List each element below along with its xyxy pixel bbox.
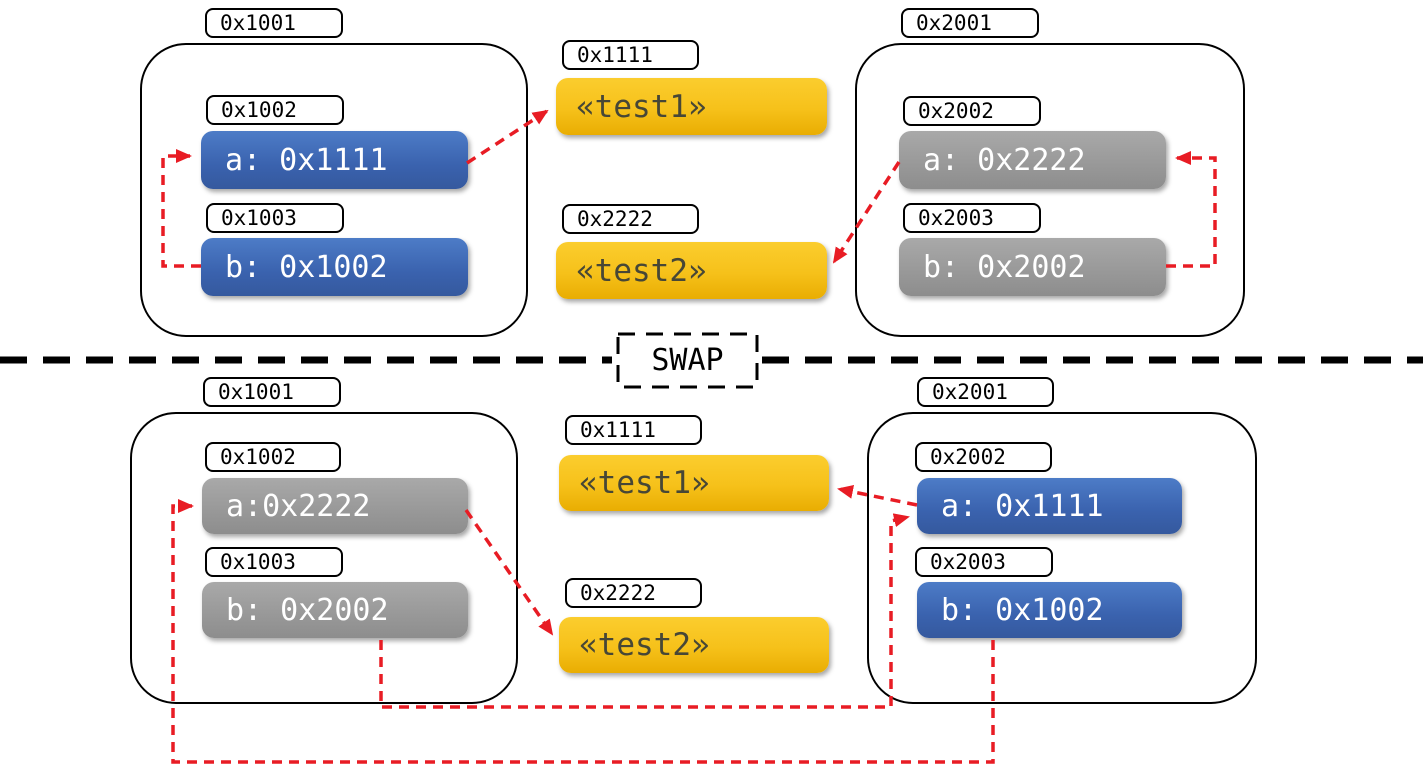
variable-slot: a: 0x1111 [917,478,1182,534]
address-tag: 0x1003 [205,547,343,577]
address-text: 0x1111 [580,418,656,442]
address-text: 0x2001 [916,11,992,35]
slot-value: a: 0x1111 [225,142,388,178]
variable-slot: a: 0x2222 [899,131,1166,189]
address-tag: 0x2003 [903,203,1041,233]
address-tag: 0x2001 [917,377,1054,407]
slot-value: a: 0x2222 [923,142,1086,178]
variable-slot: b: 0x2002 [202,582,468,638]
address-text: 0x2003 [930,550,1006,574]
address-tag: 0x2002 [915,442,1052,472]
address-tag: 0x1003 [206,203,344,233]
address-tag: 0x1002 [206,95,344,125]
variable-slot: a:0x2222 [202,478,468,534]
heap-value: «test2» [576,252,707,289]
address-text: 0x2222 [580,581,656,605]
swap-label: SWAP [617,333,758,388]
address-text: 0x1003 [220,550,296,574]
address-text: 0x2003 [918,206,994,230]
address-tag: 0x1002 [205,442,341,472]
address-tag: 0x2003 [915,547,1053,577]
slot-value: a:0x2222 [226,488,371,524]
address-tag: 0x1001 [203,377,341,407]
variable-slot: a: 0x1111 [201,131,468,189]
swap-text: SWAP [651,343,724,378]
heap-object: «test1» [556,78,827,135]
heap-object: «test1» [559,455,829,511]
address-tag: 0x1001 [205,8,343,38]
address-tag: 0x2222 [565,578,702,608]
slot-value: b: 0x2002 [226,592,389,628]
address-text: 0x2002 [918,99,994,123]
address-text: 0x1001 [218,380,294,404]
slot-value: b: 0x1002 [225,249,388,285]
heap-object: «test2» [559,617,829,673]
address-tag: 0x1111 [565,415,702,445]
heap-value: «test1» [579,465,710,501]
address-text: 0x2001 [932,380,1008,404]
heap-object: «test2» [556,242,827,299]
address-text: 0x1111 [577,43,653,67]
slot-value: b: 0x1002 [941,592,1104,628]
slot-value: b: 0x2002 [923,249,1086,285]
address-text: 0x2002 [930,445,1006,469]
address-tag: 0x1111 [562,40,699,70]
address-text: 0x1002 [220,445,296,469]
address-tag: 0x2002 [903,96,1041,126]
variable-slot: b: 0x1002 [201,238,468,296]
heap-value: «test2» [579,627,710,663]
variable-slot: b: 0x2002 [899,238,1166,296]
address-text: 0x1003 [221,206,297,230]
address-text: 0x1002 [221,98,297,122]
address-text: 0x2222 [577,207,653,231]
address-tag: 0x2222 [562,204,699,234]
variable-slot: b: 0x1002 [917,582,1182,638]
address-text: 0x1001 [220,11,296,35]
address-tag: 0x2001 [901,8,1039,38]
heap-value: «test1» [576,88,707,125]
slot-value: a: 0x1111 [941,488,1104,524]
